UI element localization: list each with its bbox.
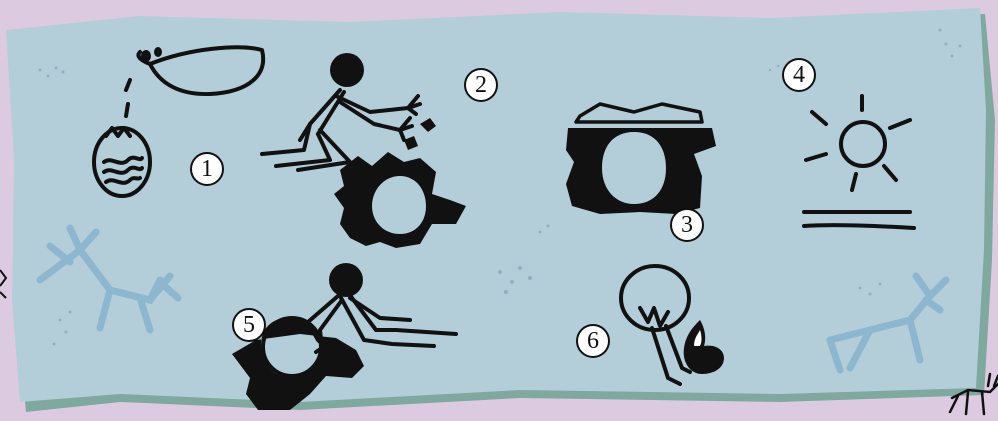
step-2-number-badge: 2 [464, 68, 498, 102]
step-2-head [330, 53, 364, 87]
step-6-number-badge: 6 [576, 324, 610, 358]
step-1-number-badge: 1 [190, 152, 224, 186]
step-3-number-badge: 3 [670, 208, 704, 242]
left-edge-mark [0, 270, 6, 298]
step-4-number-badge: 4 [782, 58, 816, 92]
step-5-number-badge: 5 [232, 308, 266, 342]
